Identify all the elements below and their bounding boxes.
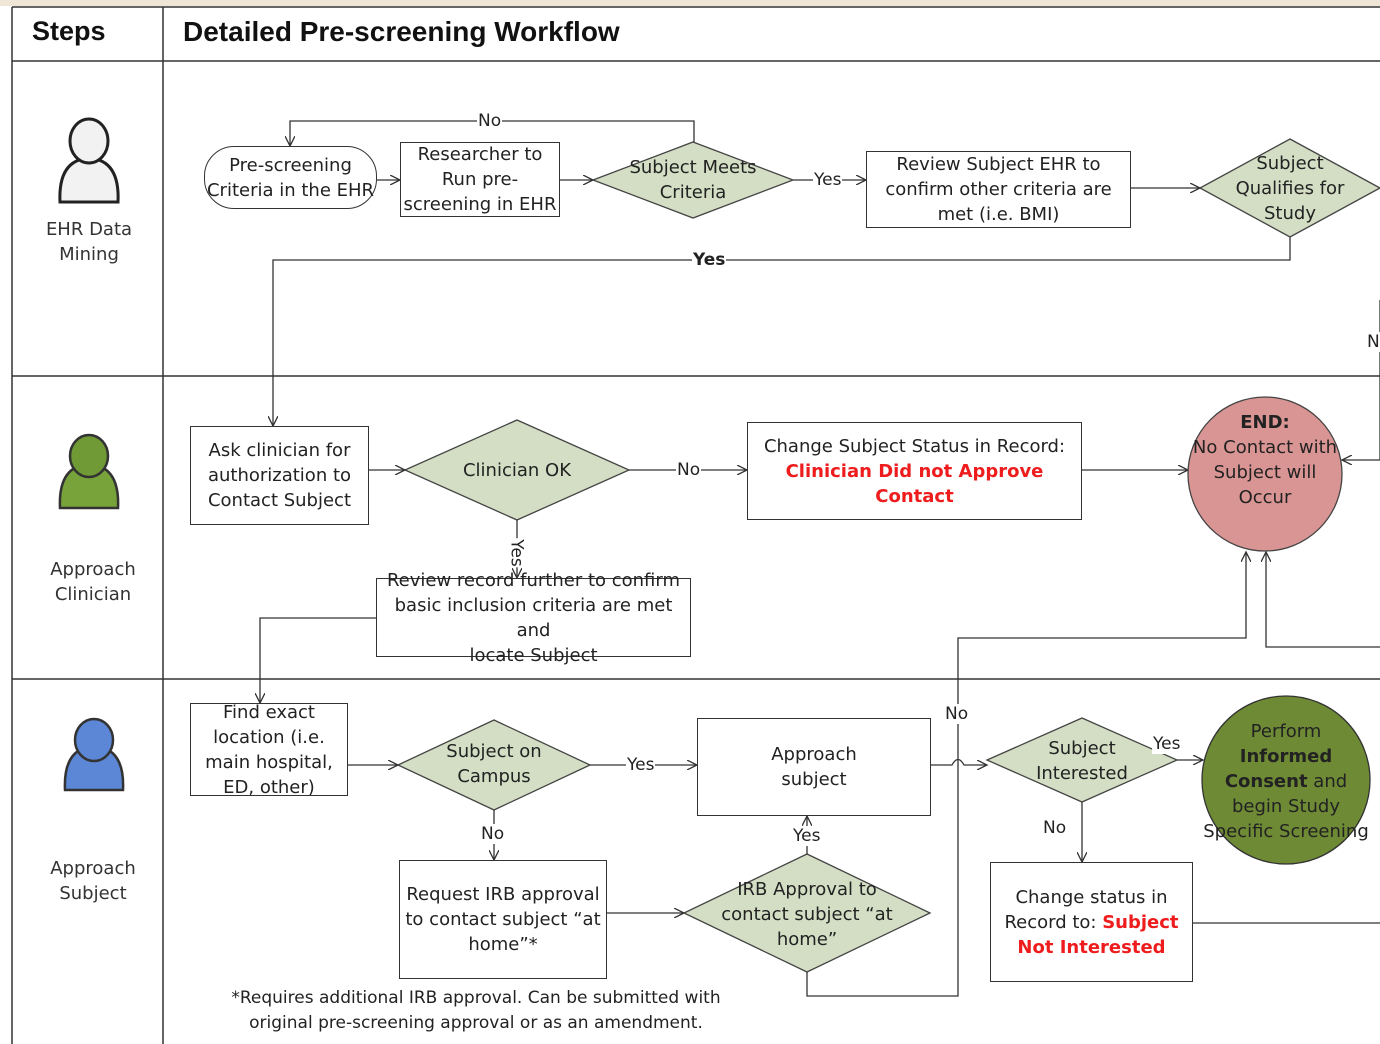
- edge-label-yes-irb: Yes: [792, 826, 822, 846]
- person-icon-ehr: [58, 117, 120, 204]
- subject-qualifies-diamond: [1198, 138, 1380, 238]
- node-line: location (i.e.: [213, 726, 325, 748]
- review-record-node: Review record further to confirm basic in…: [376, 570, 691, 666]
- subject-interested-diamond: [985, 717, 1179, 803]
- edge-label-no-campus: No: [480, 824, 506, 844]
- connectors: [260, 120, 1380, 997]
- status-red-text: Subject: [1102, 911, 1179, 933]
- node-line: Find exact: [222, 701, 315, 723]
- node-line: Request IRB approval: [406, 884, 600, 905]
- page-title: Detailed Pre-screening Workflow: [183, 16, 620, 47]
- node-line: to contact subject “at: [405, 909, 601, 930]
- change-status-subject-node: Change status in Record to: Subject Not …: [990, 862, 1193, 982]
- footnote: *Requires additional IRB approval. Can b…: [226, 986, 726, 1036]
- edge-label-no-irb: No: [944, 704, 970, 724]
- review-ehr-node: Review Subject EHR to confirm other crite…: [866, 151, 1131, 228]
- person-icon-subject: [63, 717, 125, 792]
- person-icon-clinician: [58, 433, 120, 510]
- find-location-node: Find exact location (i.e. main hospital, ED…: [190, 701, 348, 798]
- node-line: Change Subject Status in Record:: [763, 435, 1066, 457]
- lane-label-line: Subject: [59, 883, 127, 904]
- node-line: Approach: [771, 744, 857, 765]
- status-red-text: Clinician Did not Approve Contact: [785, 460, 1044, 507]
- lane-label-line: Approach: [50, 858, 136, 879]
- request-irb-node: Request IRB approval to contact subject “…: [399, 860, 607, 979]
- status-red-text: Not Interested: [1017, 936, 1166, 958]
- record-to-text: Record to:: [1004, 911, 1103, 933]
- edge-label-yes-clinician: Yes: [506, 538, 527, 568]
- end-circle: [1187, 396, 1343, 552]
- steps-header: Steps: [32, 16, 106, 46]
- edge-label-yes-campus: Yes: [626, 755, 656, 775]
- node-line: Researcher to: [417, 144, 543, 165]
- edge-label-no-top: No: [477, 111, 503, 131]
- lane-label-line: Approach: [50, 559, 136, 580]
- edge-label-no-interested: No: [1042, 818, 1068, 838]
- edge-label-no-qualifies: N: [1366, 332, 1380, 352]
- lane-label-ehr: EHR Data Mining: [14, 217, 164, 267]
- node-line: met (i.e. BMI): [937, 204, 1060, 225]
- footnote-line: *Requires additional IRB approval. Can b…: [231, 988, 721, 1008]
- clinician-ok-diamond: [403, 419, 631, 521]
- node-line: Ask clinician for: [208, 440, 351, 461]
- subject-meets-diamond: [591, 141, 795, 219]
- footnote-line: original pre-screening approval or as an…: [249, 1013, 703, 1033]
- node-line: Criteria in the EHR: [206, 179, 375, 201]
- lane-grid: [11, 6, 1380, 1044]
- top-bar: [0, 0, 1380, 6]
- lane-label-clinician: Approach Clinician: [18, 557, 168, 607]
- node-line: screening in EHR: [403, 194, 557, 215]
- node-line: Change status in: [1015, 886, 1168, 908]
- node-line: locate Subject: [469, 644, 598, 666]
- node-line: home”*: [468, 934, 538, 955]
- node-line: Review Subject EHR to: [896, 154, 1101, 175]
- node-line: confirm other criteria are: [885, 179, 1112, 200]
- edge-label-yes-qualifies: Yes: [692, 250, 727, 270]
- approach-subject-node: Approach subject: [697, 718, 931, 816]
- researcher-run-node: Researcher to Run pre-screening in EHR: [400, 142, 560, 217]
- lane-label-line: EHR Data: [45, 219, 133, 240]
- lane-label-line: Clinician: [54, 584, 132, 605]
- node-line: Contact Subject: [207, 490, 352, 511]
- lane-label-line: Mining: [59, 244, 119, 265]
- change-status-clinician-node: Change Subject Status in Record: Clinici…: [747, 422, 1082, 520]
- node-line: main hospital,: [205, 751, 333, 773]
- node-line: Record to: Subject: [1004, 910, 1178, 935]
- edge-label-yes-interested: Yes: [1152, 734, 1182, 754]
- irb-approval-diamond: [682, 853, 932, 973]
- node-line: ED, other): [223, 776, 315, 798]
- node-line: subject: [781, 769, 847, 790]
- node-line: basic inclusion criteria are met and: [394, 594, 673, 641]
- edge-label-yes-meets: Yes: [813, 170, 843, 190]
- lane-label-subject: Approach Subject: [18, 856, 168, 906]
- node-line: authorization to: [207, 465, 352, 486]
- edge-label-no-clinician: No: [676, 460, 702, 480]
- subject-campus-diamond: [396, 719, 592, 811]
- node-line: Review record further to confirm: [386, 569, 681, 591]
- node-line: Pre-screening: [229, 154, 352, 176]
- ask-clinician-node: Ask clinician for authorization to Contact…: [190, 426, 369, 525]
- node-line: Run pre-: [441, 169, 519, 190]
- consent-circle: [1201, 695, 1371, 865]
